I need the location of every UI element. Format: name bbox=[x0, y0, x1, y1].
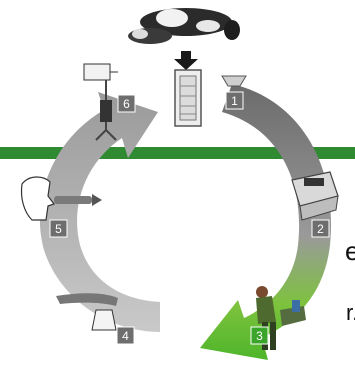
step-badge-1-label: 1 bbox=[231, 94, 238, 108]
step-badge-2: 2 bbox=[312, 220, 329, 237]
sample-cup-icon bbox=[222, 76, 246, 86]
step-badge-4: 4 bbox=[117, 327, 134, 344]
step-badge-5: 5 bbox=[50, 220, 67, 237]
step-badge-6: 6 bbox=[118, 95, 135, 112]
step-badge-5-label: 5 bbox=[55, 222, 62, 236]
step-badge-4-label: 4 bbox=[122, 329, 129, 343]
step-badge-3-label: 3 bbox=[256, 329, 263, 343]
step-badge-6-label: 6 bbox=[123, 97, 130, 111]
step-badge-1: 1 bbox=[226, 92, 243, 109]
clipped-text-r: r. bbox=[346, 302, 355, 324]
step-badge-2-label: 2 bbox=[317, 222, 324, 236]
sample-fridge-illustration bbox=[175, 70, 201, 126]
clipped-text-e: e bbox=[345, 238, 355, 264]
down-arrow-icon bbox=[174, 51, 198, 70]
step-badge-3: 3 bbox=[251, 327, 268, 344]
sensor-collar-illustration bbox=[56, 293, 118, 330]
cows-illustration bbox=[128, 8, 240, 44]
